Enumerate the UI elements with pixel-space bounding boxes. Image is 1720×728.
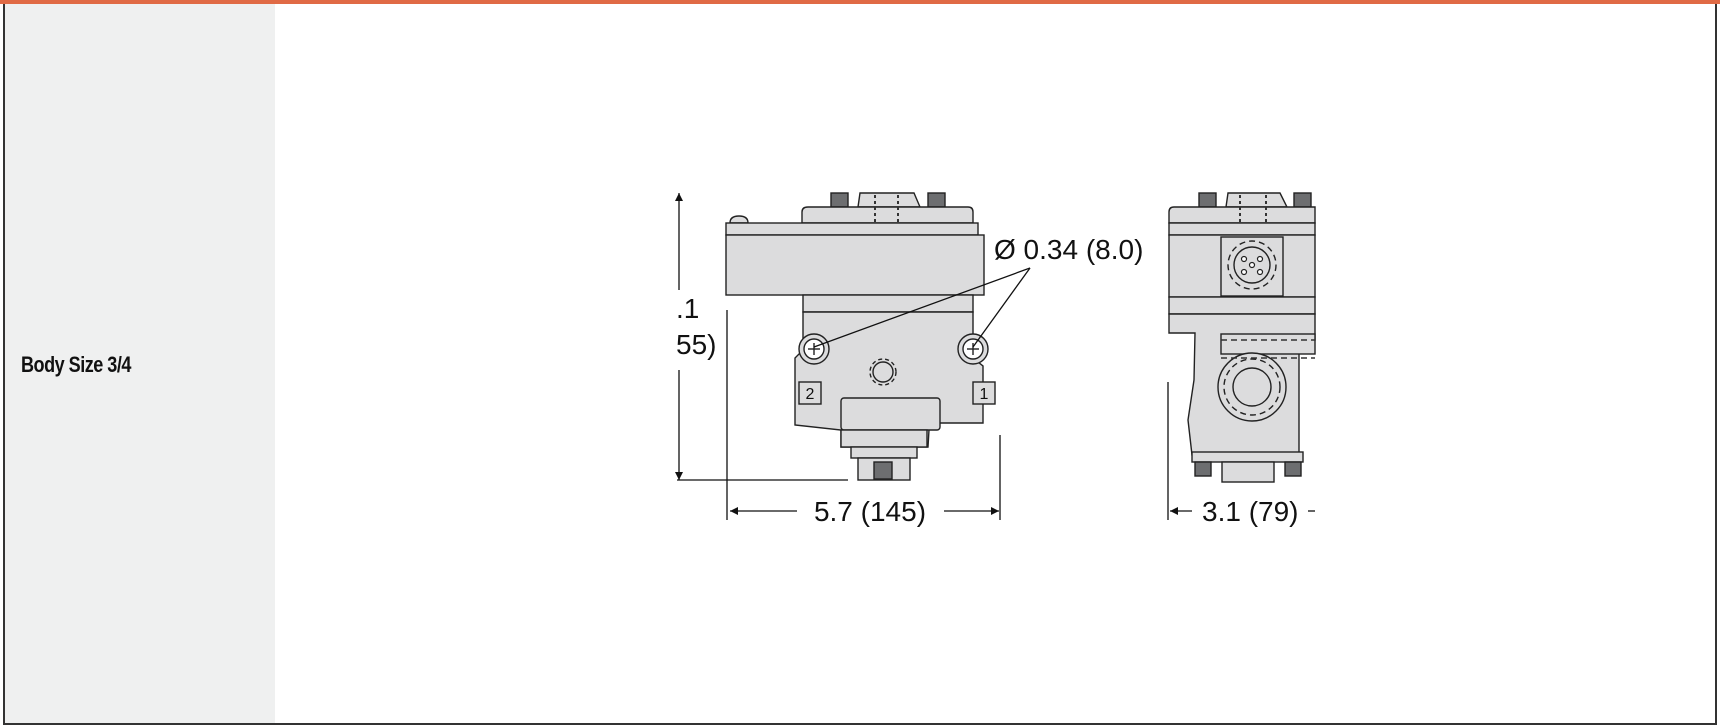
port-2-label: 2: [806, 386, 815, 403]
dimension-drawing: 2 1 Ø 0.34 (8.0) .1 55): [675, 192, 1316, 527]
width-dimension-front: [730, 435, 1001, 520]
height-dimension-text-top: .1: [676, 293, 699, 324]
body-size-label: Body Size 3/4: [21, 351, 131, 377]
height-dimension-text-bottom: 55): [676, 329, 716, 360]
side-view: [1168, 192, 1316, 483]
width-dimension-side: [1167, 382, 1315, 520]
row-label-cell: Body Size 3/4: [5, 4, 275, 723]
accent-top-bar: [0, 0, 1720, 4]
side-internal-dashes: [1221, 339, 1315, 359]
spec-table-row: Body Size 3/4: [3, 4, 1717, 725]
side-connector-pins: [1240, 255, 1264, 276]
front-internal-dashes: [874, 195, 899, 222]
width-front-text: 5.7 (145): [814, 496, 926, 527]
port-1-label: 1: [980, 386, 989, 403]
front-view: [725, 192, 996, 481]
hole-diameter-callout: Ø 0.34 (8.0): [994, 234, 1143, 265]
drawing-cell: 2 1 Ø 0.34 (8.0) .1 55): [275, 4, 1715, 723]
width-side-text: 3.1 (79): [1202, 496, 1299, 527]
height-dimension: [675, 193, 848, 520]
hole-callout-leaders: [813, 267, 1031, 348]
